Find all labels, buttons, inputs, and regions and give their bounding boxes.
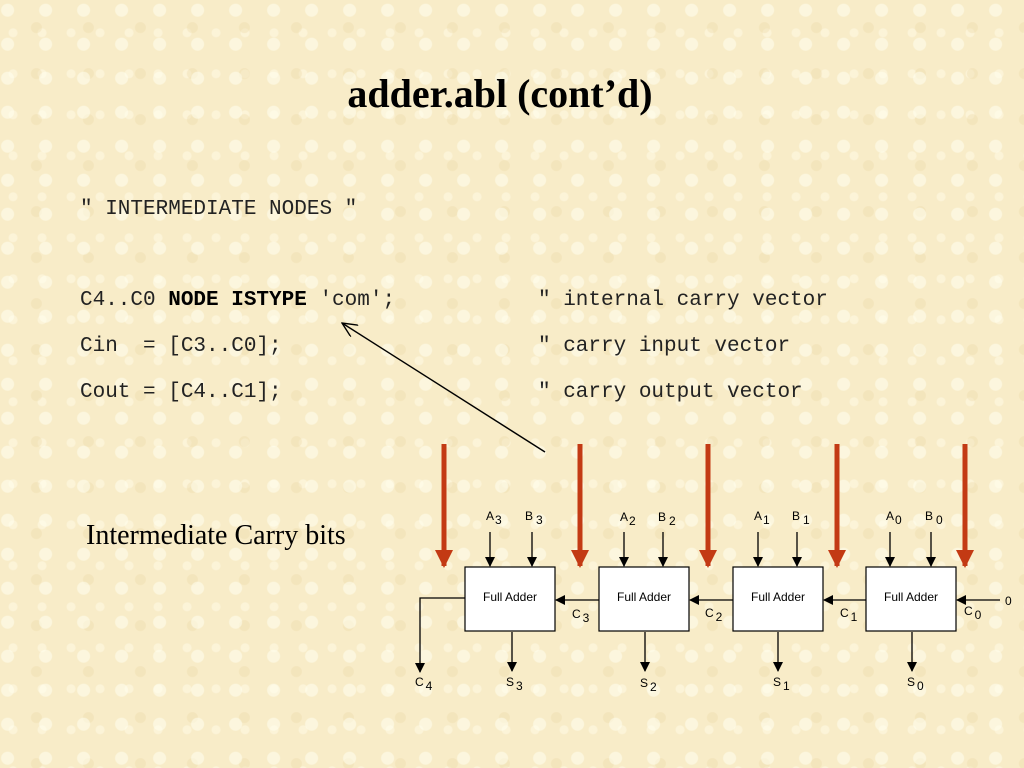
code-line-cin: Cin = [C3..C0]; bbox=[80, 335, 282, 358]
full-adder-2 bbox=[598, 566, 690, 632]
code-comment-carry-output: " carry output vector bbox=[538, 381, 803, 404]
carry-highlight-arrows bbox=[435, 444, 974, 568]
wires bbox=[415, 532, 1000, 673]
full-adder-3-label: Full Adder bbox=[483, 590, 537, 604]
full-adder-0 bbox=[865, 566, 957, 632]
code-line-node-decl: C4..C0 NODE ISTYPE 'com'; bbox=[80, 290, 395, 311]
code-line-cout: Cout = [C4..C1]; bbox=[80, 381, 282, 404]
caption-intermediate-carry: Intermediate Carry bits bbox=[86, 520, 346, 551]
code-section-comment: " INTERMEDIATE NODES " bbox=[80, 198, 358, 221]
input-a0-label: A0 bbox=[886, 509, 902, 527]
input-a1-label: A1 bbox=[754, 509, 770, 527]
code-comment-internal-carry: " internal carry vector bbox=[538, 289, 828, 312]
carry-in-value: 0 bbox=[1005, 594, 1012, 608]
code-node-keyword: NODE ISTYPE bbox=[168, 289, 307, 312]
code-comment-carry-input: " carry input vector bbox=[538, 335, 791, 358]
code-node-prefix: C4..C0 bbox=[80, 289, 169, 312]
full-adder-1 bbox=[732, 566, 824, 632]
pointer-arrow bbox=[342, 323, 546, 453]
full-adder-0-label: Full Adder bbox=[884, 590, 938, 604]
full-adder-3 bbox=[464, 566, 556, 632]
input-a3-label: A3 bbox=[486, 509, 502, 527]
full-adder-1-label: Full Adder bbox=[751, 590, 805, 604]
code-node-suffix: 'com'; bbox=[306, 289, 396, 312]
full-adder-blocks bbox=[464, 566, 957, 632]
full-adder-2-label: Full Adder bbox=[617, 590, 671, 604]
slide-title: adder.abl (cont’d) bbox=[347, 71, 653, 116]
input-a2-label: A2 bbox=[620, 510, 636, 528]
